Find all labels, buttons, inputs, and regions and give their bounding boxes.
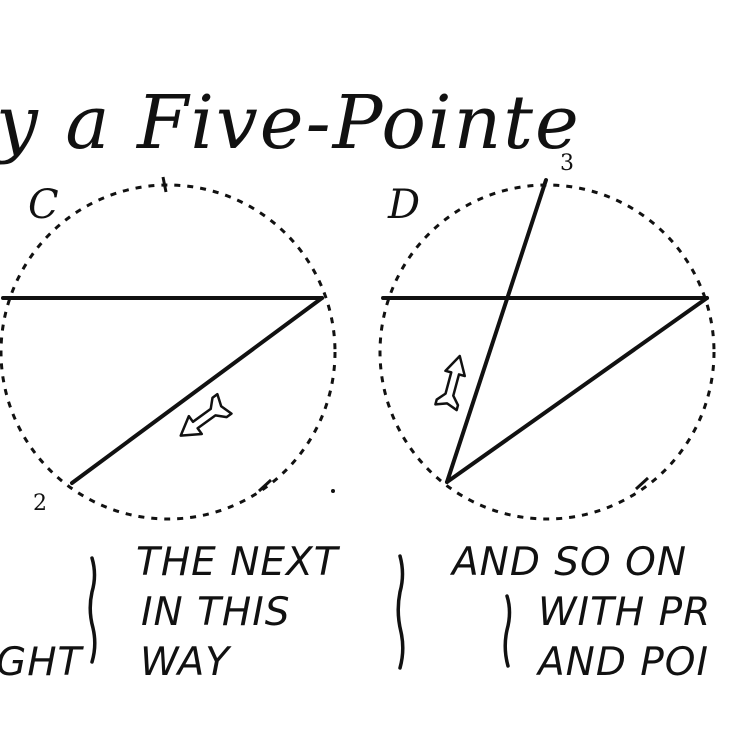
- caption-divider: [88, 556, 97, 664]
- dot-mark: [331, 489, 335, 493]
- tick-mark: [634, 476, 650, 491]
- chord-diagonal: [445, 296, 709, 484]
- circle-d: [378, 183, 716, 521]
- caption-middle-line-3: WAY: [140, 640, 232, 685]
- panel-d: D 3: [378, 151, 716, 521]
- caption-right-line-3: AND POI: [535, 640, 709, 685]
- point-label-3: 3: [560, 151, 574, 176]
- panel-label-d-text: D: [387, 182, 420, 228]
- panel-label-c: C: [28, 182, 59, 228]
- circle-c: [0, 183, 337, 521]
- caption-left-line: GHT: [0, 640, 85, 685]
- arrow-icon: [434, 354, 467, 412]
- point-label-2: 2: [33, 491, 47, 516]
- caption-divider: [396, 554, 405, 670]
- chord-diagonal: [70, 296, 324, 485]
- chord-to-point-3: [445, 178, 548, 484]
- caption-right-line-2: WITH PR: [538, 590, 711, 635]
- tick-mark: [257, 478, 273, 493]
- caption-middle-line-2: IN THIS: [141, 590, 290, 635]
- caption-middle-line-1: THE NEXT: [136, 540, 341, 585]
- caption-right-line-1: AND SO ON: [449, 540, 687, 585]
- caption-divider: [503, 594, 512, 668]
- arrow-icon: [179, 392, 233, 437]
- title: y a Five-Pointe: [0, 80, 581, 166]
- tick-mark: [161, 176, 168, 193]
- panel-c: C 2: [0, 176, 337, 521]
